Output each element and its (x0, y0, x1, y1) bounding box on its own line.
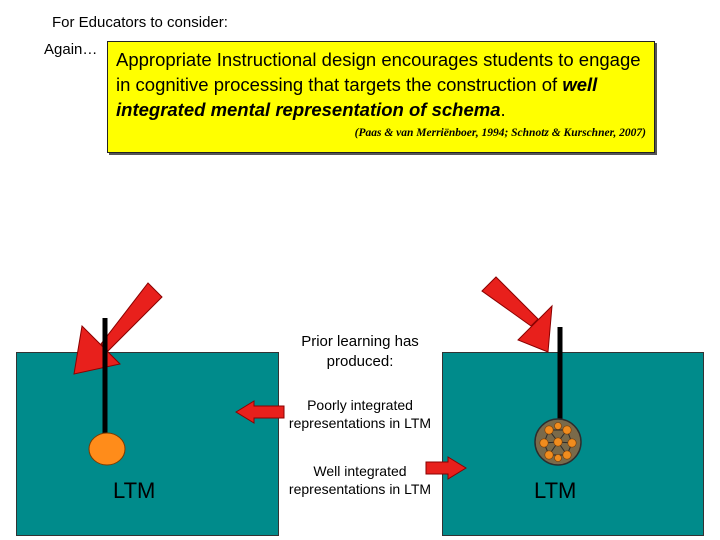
right-ltm-label: LTM (534, 478, 577, 503)
statement-text: Appropriate Instructional design encoura… (116, 47, 652, 122)
again-label: Again… (44, 41, 98, 58)
statement-main: Appropriate Instructional design encoura… (116, 49, 641, 95)
right-ltm-tank (442, 352, 704, 536)
prior-learning-label: Prior learning has produced: (301, 333, 419, 370)
citation: (Paas & van Merriënboer, 1994; Schnotz &… (354, 127, 646, 139)
well-integrated-label: Well integrated representations in LTM (288, 463, 432, 497)
statement-box: Appropriate Instructional design encoura… (107, 41, 655, 153)
well-integrated-schema-icon (534, 418, 582, 466)
right-small-arrow (425, 456, 467, 480)
left-red-arrow (73, 282, 163, 375)
left-ltm-tank (16, 352, 279, 536)
left-ltm-label: LTM (113, 478, 156, 503)
left-small-arrow (235, 400, 285, 424)
poorly-integrated-ball (88, 432, 126, 466)
right-red-arrow (481, 276, 553, 353)
statement-emphasis: well integrated mental representation of… (116, 74, 598, 120)
educators-heading: For Educators to consider: (52, 14, 228, 31)
poorly-integrated-label: Poorly integrated representations in LTM (288, 397, 432, 431)
statement-end: . (500, 99, 506, 120)
